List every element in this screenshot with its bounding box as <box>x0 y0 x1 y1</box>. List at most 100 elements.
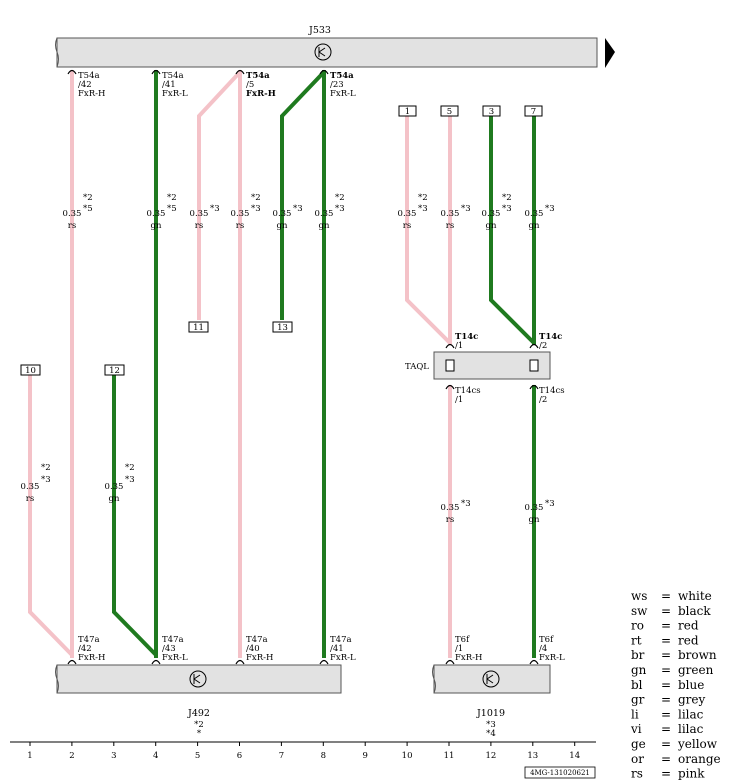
pin-fork-icon <box>151 659 161 665</box>
legend-code: gr <box>631 693 645 707</box>
j492-unit: J492 *2 * <box>55 664 342 739</box>
svg-text:/42: /42 <box>78 80 92 90</box>
svg-text:0.35: 0.35 <box>525 503 544 513</box>
j1019-edge-left <box>432 664 436 694</box>
svg-text:10: 10 <box>25 366 36 376</box>
legend-code: li <box>631 707 639 721</box>
svg-text:*2: *2 <box>194 720 204 730</box>
svg-text:*2: *2 <box>41 463 51 473</box>
j1019-transceiver-icon <box>482 670 500 688</box>
legend-code: ws <box>631 589 647 603</box>
svg-text:/41: /41 <box>162 80 176 90</box>
legend-code: br <box>631 648 645 662</box>
legend-colour-name: lilac <box>678 722 704 736</box>
legend-equals: = <box>661 633 671 647</box>
pin-col4-bottom: T47a /43 FxR-L <box>151 635 188 665</box>
legend-equals: = <box>661 767 671 781</box>
pin-fork-icon <box>319 659 329 665</box>
column-number: 5 <box>195 751 200 761</box>
j1019-box <box>433 664 551 694</box>
legend-equals: = <box>661 722 671 736</box>
svg-text:0.35: 0.35 <box>398 209 417 219</box>
svg-text:T47a: T47a <box>78 635 100 645</box>
svg-text:*3: *3 <box>125 475 135 485</box>
legend-code: rt <box>631 633 642 647</box>
pin-col8-bottom: T47a /41 FxR-L <box>319 635 356 665</box>
svg-text:*2: *2 <box>418 193 428 203</box>
svg-text:/42: /42 <box>78 644 92 654</box>
column-number: 2 <box>69 751 74 761</box>
legend-code: bl <box>631 678 643 692</box>
svg-text:0.35: 0.35 <box>441 209 460 219</box>
svg-text:/1: /1 <box>455 395 463 405</box>
svg-text:FxR-L: FxR-L <box>539 653 565 663</box>
svg-text:*3: *3 <box>251 204 261 214</box>
svg-text:0.35: 0.35 <box>525 209 544 219</box>
j492-label: J492 <box>187 708 210 719</box>
ref-box-7: 7 <box>524 105 543 117</box>
svg-text:12: 12 <box>109 366 120 376</box>
svg-text:rs: rs <box>446 221 454 231</box>
j533-transceiver-icon <box>314 43 332 61</box>
column-number: 4 <box>153 751 158 761</box>
legend-code: gn <box>631 663 647 677</box>
legend-code: ro <box>631 619 644 633</box>
legend-equals: = <box>661 619 671 633</box>
taql-label: TAQL <box>405 362 429 372</box>
label-col11-lower: 0.35 rs *3 <box>441 499 471 525</box>
svg-text:13: 13 <box>277 323 288 333</box>
pin-fork-icon <box>235 659 245 665</box>
colour-legend: ws=whitesw=blackro=redrt=redbr=browngn=g… <box>630 589 721 781</box>
svg-text:T54a: T54a <box>78 71 100 81</box>
label-col5: 0.35 rs *3 <box>190 204 220 231</box>
label-col6: 0.35 rs *2 *3 <box>231 193 261 231</box>
svg-text:gn: gn <box>277 221 288 231</box>
ref-box-3: 3 <box>482 105 501 117</box>
svg-text:*3: *3 <box>461 204 471 214</box>
svg-text:/4: /4 <box>539 644 547 654</box>
svg-text:/5: /5 <box>246 80 254 90</box>
j533-pins: T54a /42 FxR-H T54a /41 FxR-L T54a /5 Fx… <box>67 69 356 99</box>
legend-equals: = <box>661 678 671 692</box>
label-col3: 0.35 gn *2 *3 <box>105 463 135 504</box>
svg-text:T14c: T14c <box>455 332 478 342</box>
svg-text:gn: gn <box>151 221 162 231</box>
label-col12: 0.35 gn *2 *3 <box>482 193 512 231</box>
pin-fork-icon <box>235 69 245 75</box>
j492-box <box>56 664 342 694</box>
svg-text:rs: rs <box>403 221 411 231</box>
legend-colour-name: brown <box>678 648 717 662</box>
j492-pins: T47a /42 FxR-H T47a /43 FxR-L T47a /40 F… <box>67 635 356 665</box>
svg-text:1: 1 <box>405 107 410 117</box>
pin-col2-top: T54a /42 FxR-H <box>67 69 105 99</box>
svg-text:*5: *5 <box>83 204 93 214</box>
svg-text:0.35: 0.35 <box>315 209 334 219</box>
svg-text:T54a: T54a <box>330 71 354 81</box>
column-number: 9 <box>362 751 367 761</box>
column-number: 13 <box>527 751 538 761</box>
continue-arrow-icon <box>605 38 615 68</box>
j1019-label: J1019 <box>476 708 505 719</box>
svg-text:0.35: 0.35 <box>482 209 501 219</box>
svg-text:T47a: T47a <box>162 635 184 645</box>
svg-text:*3: *3 <box>545 204 555 214</box>
svg-text:*3: *3 <box>293 204 303 214</box>
legend-equals: = <box>661 737 671 751</box>
column-number: 8 <box>321 751 326 761</box>
svg-text:T54a: T54a <box>246 71 270 81</box>
wire-col1 <box>28 375 74 657</box>
pin-j1019-2: T6f /4 FxR-L <box>529 635 565 665</box>
svg-text:*5: *5 <box>167 204 177 214</box>
j533-unit: J533 <box>55 25 615 68</box>
column-number: 6 <box>237 751 242 761</box>
label-col13-lower: 0.35 gn *3 <box>525 499 555 525</box>
wires <box>28 70 536 658</box>
wire-labels: 0.35 rs *2 *5 0.35 gn *2 *5 0.35 rs *3 0… <box>21 193 555 525</box>
legend-colour-name: lilac <box>678 707 704 721</box>
wire-col7 <box>280 70 326 320</box>
svg-text:0.35: 0.35 <box>190 209 209 219</box>
svg-text:gn: gn <box>529 221 540 231</box>
taql-connector: TAQL T14c /1 T14c /2 T14cs /1 T14cs /2 <box>405 332 565 405</box>
legend-colour-name: pink <box>678 767 705 781</box>
legend-equals: = <box>661 589 671 603</box>
